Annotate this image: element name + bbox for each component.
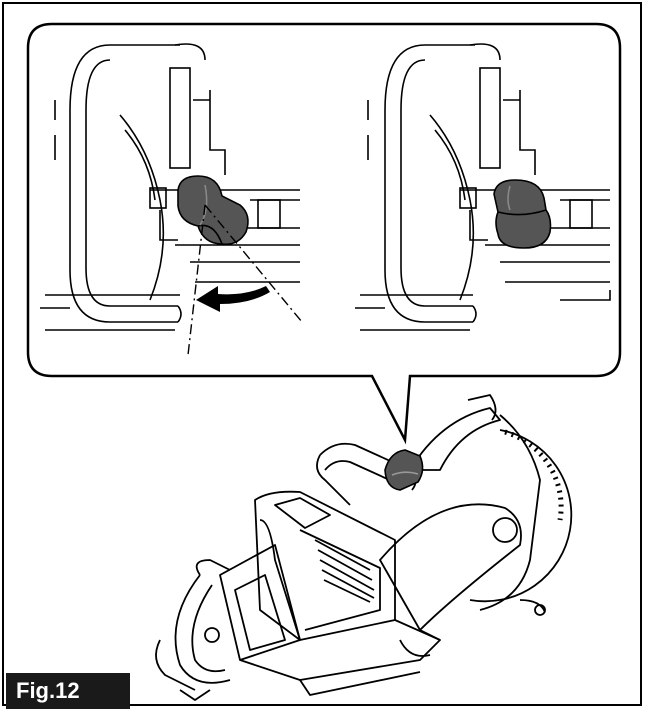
detail-left (40, 43, 300, 331)
callout-bubble (26, 22, 622, 445)
rotation-arrow-icon (196, 286, 270, 312)
fuel-cap-turning (177, 175, 249, 246)
power-cutter-tool (155, 394, 573, 701)
rotation-guide-lines (187, 204, 303, 356)
fuel-cap-on-tool (384, 449, 424, 491)
detail-right (355, 43, 611, 331)
fuel-cap-closed (493, 179, 552, 249)
figure-label: Fig.12 (6, 673, 130, 709)
